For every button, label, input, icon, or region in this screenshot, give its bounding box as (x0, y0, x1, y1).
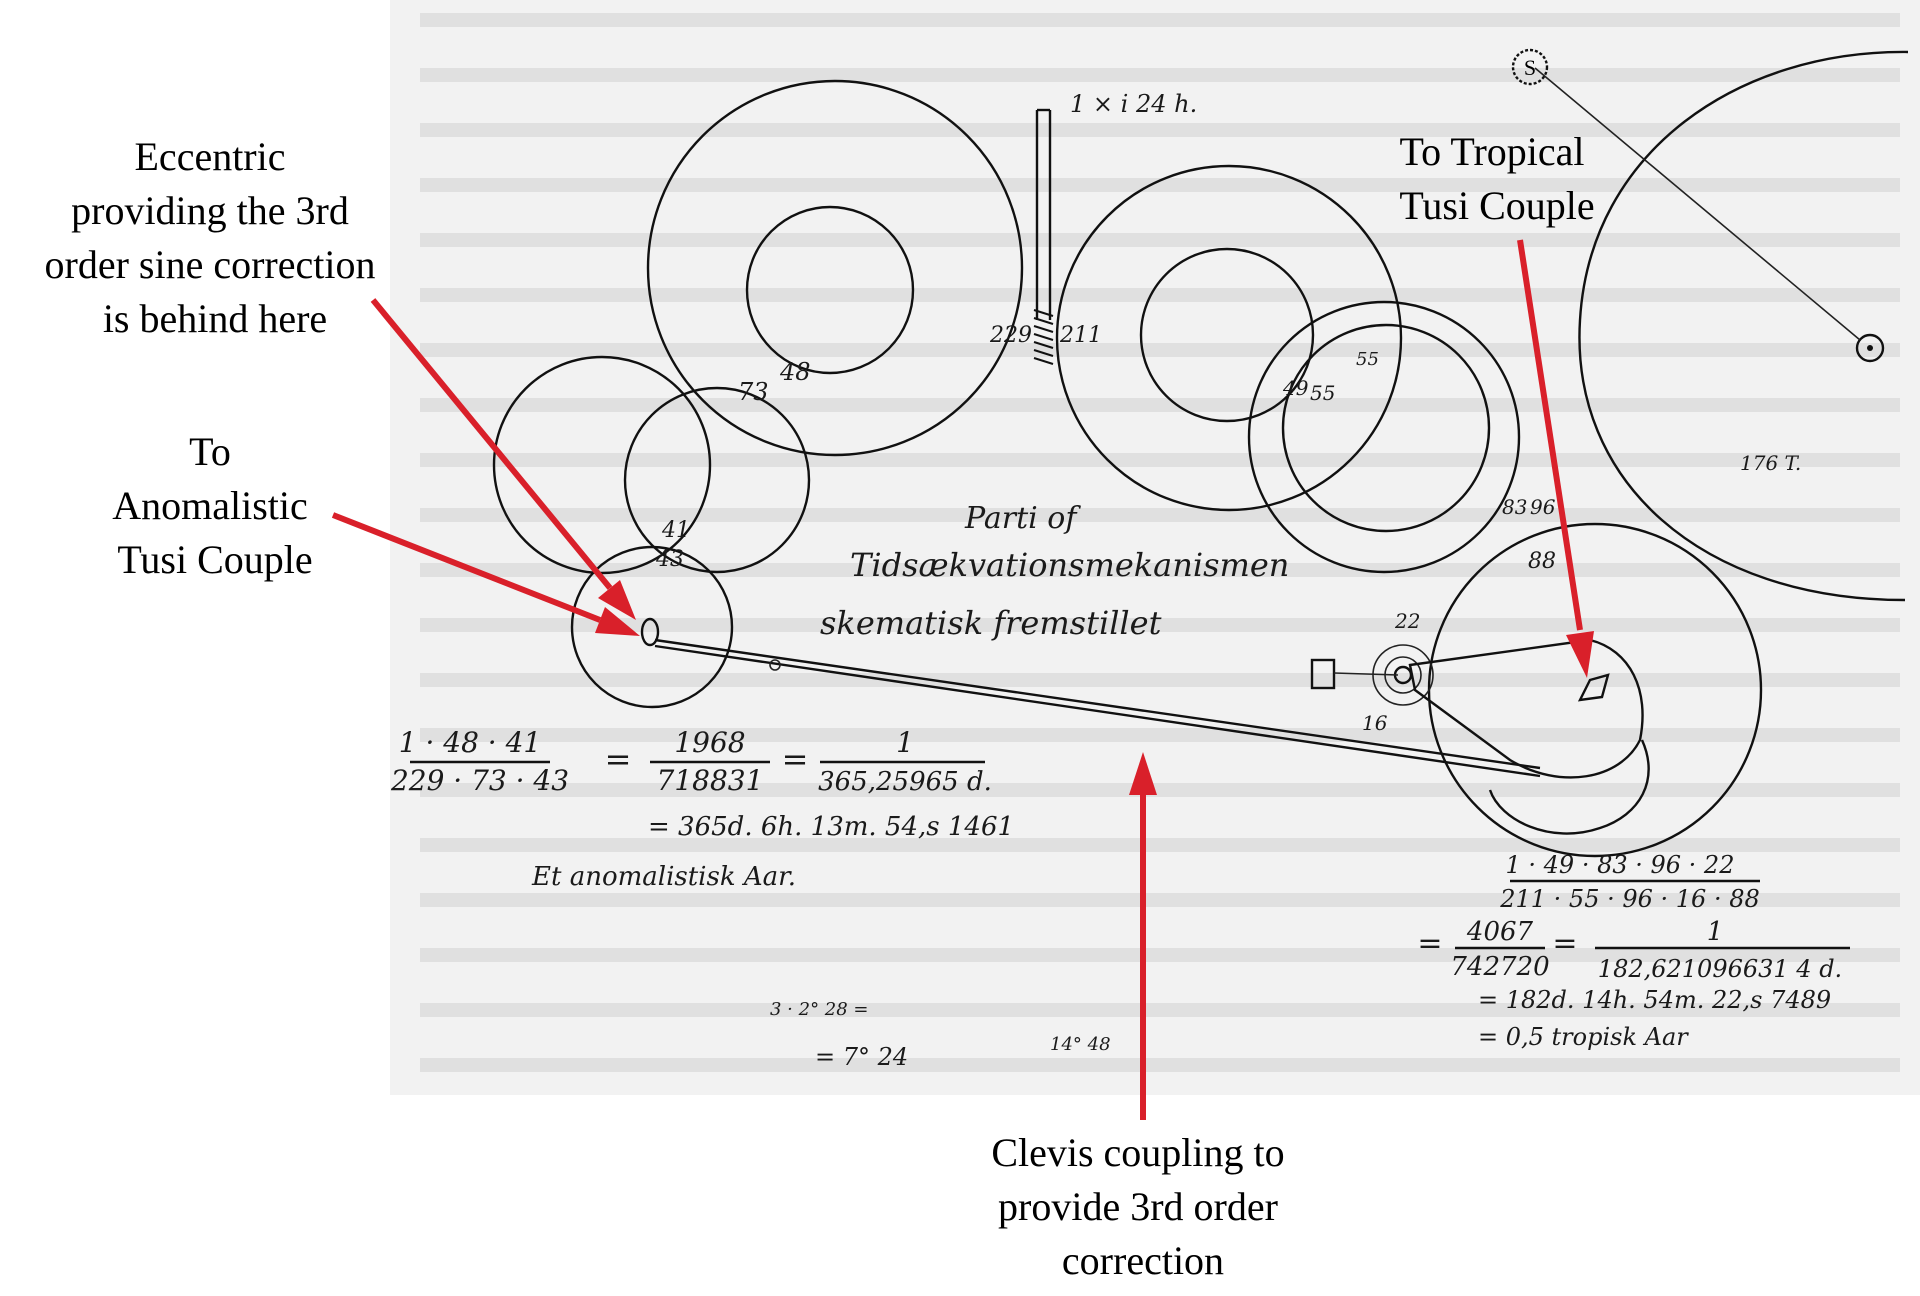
rod-joint (769, 659, 781, 671)
gear-49 (1247, 300, 1521, 574)
clevis-rod (1333, 672, 1399, 676)
gear-176-pivot (1855, 333, 1885, 363)
ft-eq2: = (1552, 926, 1577, 961)
label-88: 88 (1528, 549, 1556, 574)
fa-den2: 718831 (657, 764, 764, 797)
caption-tropical: To Tropical Tusi Couple (1399, 129, 1594, 228)
clevis-block (1310, 658, 1336, 690)
title-line-2: Tidsækvationsmekanismen (850, 546, 1289, 584)
arrow-tropical (1517, 239, 1594, 678)
ft-note1: 3 · 2° 28 = (770, 999, 869, 1020)
label-96: 96 (1530, 495, 1556, 519)
gear-73 (492, 355, 712, 575)
label-48: 48 (779, 358, 811, 386)
ft-den2: 742720 (1450, 952, 1549, 982)
fa-eq1: = (605, 740, 632, 778)
sun-symbol-letter: S (1524, 55, 1536, 80)
arrow-clevis (1129, 752, 1157, 1120)
label-83: 83 (1502, 495, 1527, 519)
label-176: 176 T. (1740, 451, 1801, 475)
label-229: 229 (989, 323, 1032, 348)
arrow-eccentric (370, 298, 636, 620)
title-line-3: skematisk fremstillet (820, 604, 1162, 642)
ft-note2: = 7° 24 (815, 1043, 908, 1071)
gear-inner-211 (1139, 247, 1315, 423)
connecting-rod-top (654, 638, 1541, 770)
fa-den3: 365,25965 d. (818, 767, 992, 797)
fa-den1: 229 · 73 · 43 (390, 764, 569, 797)
label-16: 16 (1362, 711, 1388, 735)
fa-result: = 365d. 6h. 13m. 54,s 1461 (648, 812, 1014, 842)
label-49: 49 (1282, 376, 1309, 400)
label-41: 41 (661, 518, 690, 543)
ft-eq1: = (1417, 926, 1442, 961)
ft-num2: 4067 (1466, 917, 1534, 947)
ft-note3: 14° 48 (1050, 1034, 1111, 1055)
shaft-label: 1 × i 24 h. (1070, 90, 1197, 118)
connecting-rod-bottom (654, 644, 1541, 778)
gear-55 (1281, 323, 1491, 533)
ft-result2: = 0,5 tropisk Aar (1478, 1023, 1689, 1051)
label-73: 73 (738, 378, 769, 406)
caption-clevis: Clevis coupling to provide 3rd order cor… (991, 1130, 1294, 1283)
formula-anomalistic: 1 · 48 · 41 229 · 73 · 43 = 1968 718831 … (390, 726, 1014, 892)
fa-eq2: = (782, 740, 809, 778)
caption-anomalistic: To Anomalistic Tusi Couple (112, 429, 318, 582)
label-55b: 55 (1356, 349, 1379, 370)
ft-num3: 1 (1707, 917, 1724, 947)
tropical-clevis (1577, 673, 1610, 702)
gear-176-pivot-dot (1867, 345, 1873, 351)
gear-211 (1055, 164, 1403, 512)
ft-result1: = 182d. 14h. 54m. 22,s 7489 (1478, 986, 1831, 1014)
ft-num1: 1 · 49 · 83 · 96 · 22 (1506, 851, 1735, 879)
label-211: 211 (1059, 323, 1102, 348)
arrow-anomalistic (331, 512, 640, 636)
gear-41 (623, 386, 811, 574)
caption-eccentric: Eccentric providing the 3rd order sine c… (45, 134, 386, 341)
gear-229 (646, 79, 1024, 457)
gear-48 (745, 205, 915, 375)
worm-thread (1033, 309, 1054, 365)
tropical-lever-curve (1488, 739, 1650, 835)
gear-labels: 229 211 48 73 41 43 49 55 55 83 96 88 22… (655, 90, 1801, 735)
ft-den1: 211 · 55 · 96 · 16 · 88 (1499, 885, 1760, 913)
gear-176-arc (1578, 50, 1909, 602)
ft-den3: 182,621096631 4 d. (1598, 955, 1842, 983)
label-22: 22 (1394, 609, 1420, 633)
gear-43 (570, 545, 734, 709)
anomalistic-eccentric-pin (640, 617, 660, 647)
fa-label: Et anomalistisk Aar. (531, 862, 796, 892)
label-55a: 55 (1310, 381, 1335, 405)
formula-tropical: 1 · 49 · 83 · 96 · 22 211 · 55 · 96 · 16… (770, 851, 1850, 1071)
fa-num2: 1968 (674, 726, 745, 759)
label-43: 43 (655, 547, 684, 572)
fa-num1: 1 · 48 · 41 (399, 726, 541, 759)
gear-drawing: S (492, 48, 1909, 858)
tropical-lever (1408, 638, 1644, 779)
sun-arm (1534, 67, 1861, 341)
sun-symbol-ring (1511, 48, 1549, 86)
fa-num3: 1 (896, 726, 914, 759)
page-texture-lines (420, 13, 1900, 1072)
title-line-1: Parti of (964, 501, 1081, 536)
drawing-title: Parti of Tidsækvationsmekanismen skemati… (820, 501, 1289, 642)
